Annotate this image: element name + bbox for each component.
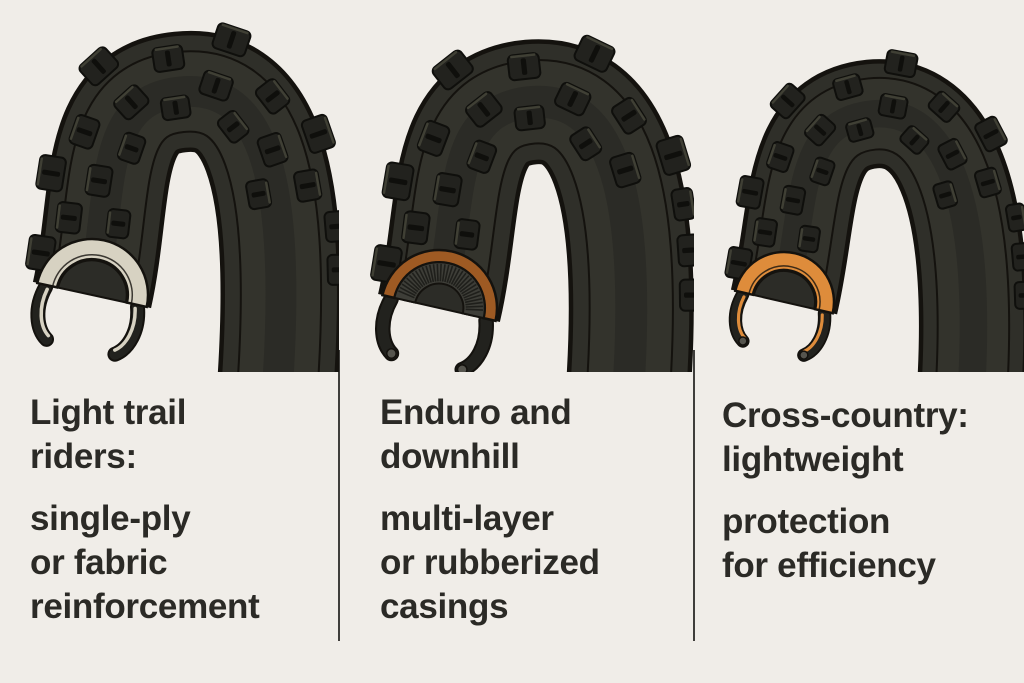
casing-band: [733, 250, 836, 315]
casing-band-outer: [380, 248, 499, 323]
caption-enduro-downhill-body: multi-layer or rubberized casings: [380, 499, 600, 626]
caption-cross-country-body: protection for efficiency: [722, 502, 936, 585]
tire-illustration-single-ply: [0, 0, 339, 372]
bead-lining-stripe: [736, 295, 747, 340]
casing-band-ribbed: [393, 261, 486, 320]
tire-svg: [25, 22, 339, 372]
bead-hooks: [375, 291, 494, 372]
column-divider-2: [693, 350, 695, 641]
tire-body: [730, 59, 1024, 372]
bead-tip-dot: [799, 350, 809, 360]
casing-band: [35, 237, 150, 309]
tire-casing-cross-section: [375, 248, 499, 372]
tire-illustration-multi-layer: [339, 0, 694, 372]
caption-light-trail: Light trail riders: single-ply or fabric…: [30, 391, 335, 629]
bead-tip-dot: [385, 348, 397, 359]
tire-body: [377, 39, 694, 372]
caption-light-trail-body: single-ply or fabric reinforcement: [30, 499, 260, 626]
casing-inner-line: [748, 265, 821, 311]
tire-illustration-lightweight: [694, 0, 1024, 372]
caption-cross-country-title: Cross-country: lightweight: [722, 396, 969, 479]
bead-lining-stripe: [802, 313, 824, 354]
tire-casing-cross-section: [30, 237, 150, 362]
caption-light-trail-title: Light trail riders:: [30, 393, 187, 476]
tire-svg: [370, 34, 694, 372]
tire-body: [32, 31, 339, 372]
bead-lining-stripe: [113, 306, 137, 352]
bead-tip-dot: [738, 336, 748, 346]
casing-ribs: [398, 263, 484, 311]
bead-hooks: [728, 287, 832, 362]
bead-lining-stripe: [39, 287, 51, 338]
caption-cross-country: Cross-country: lightweight protection fo…: [722, 394, 1024, 588]
bead-hooks: [30, 279, 146, 362]
tire-tread-knobs: [25, 22, 339, 286]
tire-tread-knobs: [370, 34, 694, 312]
tire-tread-knobs: [724, 49, 1024, 310]
tire-casing-cross-section: [728, 250, 836, 362]
tire-svg: [724, 49, 1024, 372]
casing-inner-line: [51, 253, 134, 304]
caption-enduro-downhill: Enduro and downhill multi-layer or rubbe…: [380, 391, 685, 629]
caption-enduro-downhill-title: Enduro and downhill: [380, 393, 572, 476]
column-divider-1: [338, 350, 340, 641]
bead-tip-dot: [456, 364, 468, 372]
